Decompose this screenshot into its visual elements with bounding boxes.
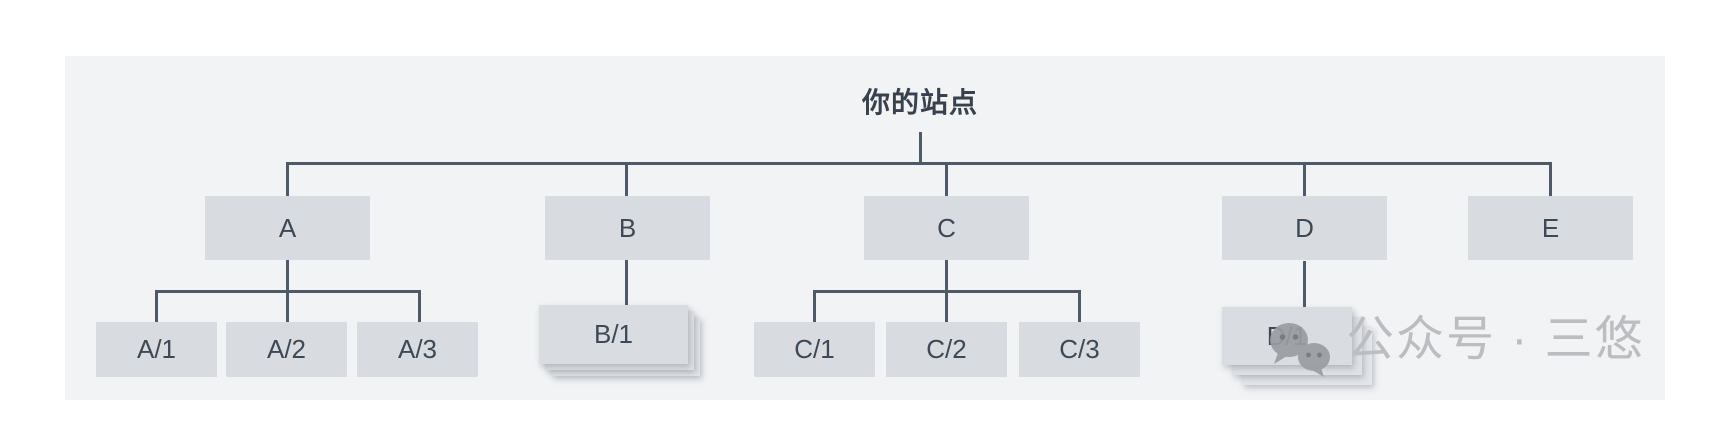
node-label-a2: A/2 — [266, 334, 307, 364]
connector-c-bracket — [813, 290, 1081, 293]
node-box-c1: C/1 — [754, 322, 875, 377]
node-label-c3: C/3 — [1059, 334, 1100, 364]
node-label-c: C — [937, 212, 956, 243]
connector-c3-drop — [1078, 290, 1081, 322]
node-label-d1: D/1 — [1266, 320, 1308, 351]
node-box-d: D — [1222, 196, 1387, 260]
node-label-a: A — [278, 212, 297, 243]
node-label-c1: C/1 — [794, 334, 835, 364]
node-label-a1: A/1 — [136, 334, 177, 364]
node-box-a3: A/3 — [357, 322, 478, 377]
connector-c1-drop — [813, 290, 816, 322]
node-box-a: A — [205, 196, 370, 260]
node-label-c2: C/2 — [926, 334, 967, 364]
node-box-c2: C/2 — [886, 322, 1007, 377]
node-box-a1: A/1 — [96, 322, 217, 377]
root-node-label: 你的站点 — [861, 87, 978, 118]
node-box-c3: C/3 — [1019, 322, 1140, 377]
connector-drop-a — [286, 162, 289, 197]
connector-drop-c — [945, 162, 948, 197]
node-box-c: C — [864, 196, 1029, 260]
connector-d-vertical — [1303, 261, 1306, 307]
connector-a1-drop — [155, 290, 158, 322]
node-label-b1: B/1 — [593, 319, 634, 349]
node-box-d1: D/1 — [1222, 307, 1352, 365]
connector-trunk-horizontal — [286, 162, 1552, 165]
connector-a-bracket — [155, 290, 421, 293]
connector-drop-e — [1549, 162, 1552, 197]
connector-a3-drop — [418, 290, 421, 322]
node-label-b: B — [618, 212, 637, 243]
connector-b-vertical — [625, 260, 628, 305]
node-label-e: E — [1541, 212, 1560, 243]
node-box-b: B — [545, 196, 710, 260]
node-label-a3: A/3 — [397, 334, 438, 364]
node-box-e: E — [1468, 196, 1633, 260]
connector-drop-b — [625, 162, 628, 197]
connector-root-vertical — [919, 132, 922, 164]
connector-drop-d — [1303, 162, 1306, 197]
node-box-a2: A/2 — [226, 322, 347, 377]
node-label-d: D — [1295, 212, 1314, 243]
node-box-b1: B/1 — [539, 305, 688, 364]
